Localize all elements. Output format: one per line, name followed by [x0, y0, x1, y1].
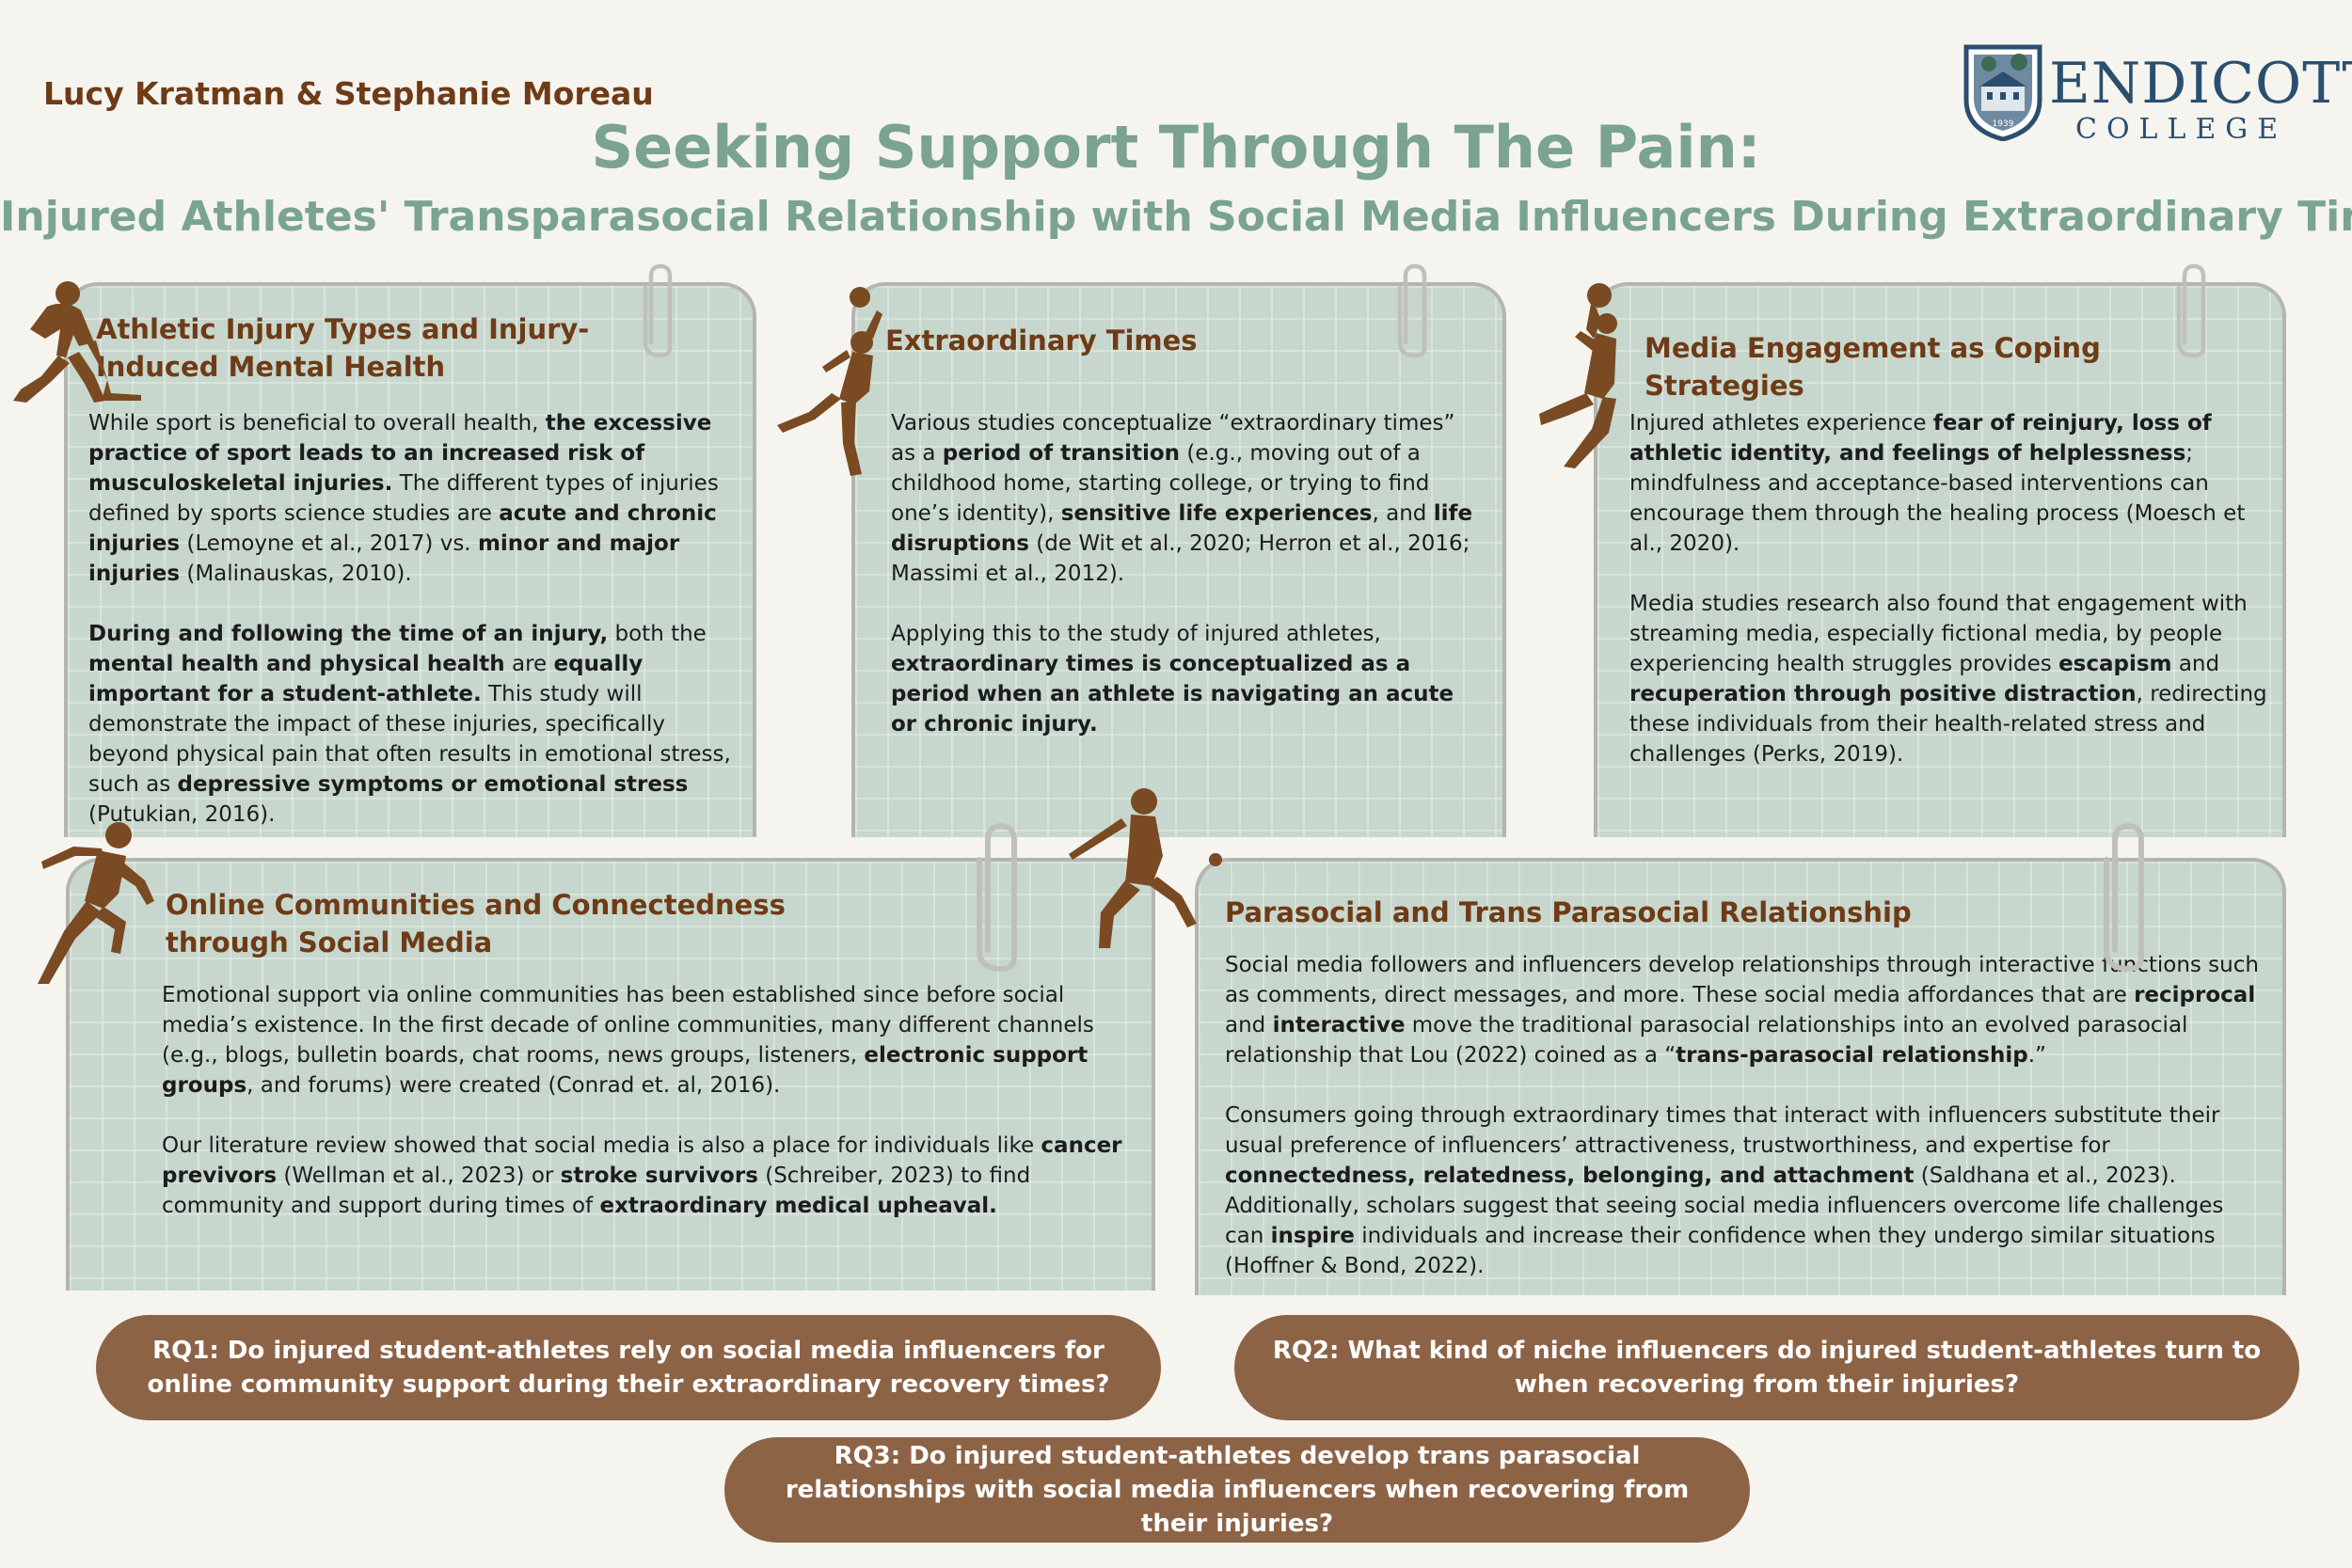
card-parasocial: Parasocial and Trans Parasocial Relation…: [1195, 858, 2286, 1295]
card-paragraph: Consumers going through extraordinary ti…: [1225, 1101, 2269, 1281]
paperclip-icon: [2176, 263, 2206, 358]
logo-text-endicott: ENDICOTT: [2049, 51, 2352, 117]
body-text: Injured athletes experience: [1629, 411, 1933, 436]
card-body: Injured athletes experience fear of rein…: [1629, 408, 2279, 800]
body-text: , redirecting these individuals from the…: [1629, 682, 2267, 767]
card-title: Athletic Injury Types and Injury-Induced…: [96, 313, 590, 383]
logo-text-college: COLLEGE: [2075, 113, 2288, 146]
card-body: Social media followers and influencers d…: [1225, 950, 2269, 1311]
endicott-college-logo: 1939 ENDICOTT COLLEGE: [1963, 43, 2352, 147]
body-text: Our literature review showed that social…: [162, 1133, 1041, 1158]
hockey-player-icon: [13, 281, 141, 403]
emphasis-text: fear of reinjury, loss of athletic ident…: [1629, 411, 2212, 466]
card-extraordinary-times: Extraordinary Times Various studies conc…: [851, 282, 1506, 837]
card-athletic-injury: Athletic Injury Types and Injury-Induced…: [64, 282, 756, 837]
body-text: and: [1225, 1013, 1273, 1037]
body-text: (Lemoyne et al., 2017) vs.: [180, 531, 478, 556]
authors: Lucy Kratman & Stephanie Moreau: [43, 75, 654, 112]
emphasis-text: escapism: [2058, 652, 2172, 676]
emphasis-text: equally important for a student-athlete.: [88, 652, 644, 706]
card-paragraph: Media studies research also found that e…: [1629, 589, 2279, 769]
card-title: Parasocial and Trans Parasocial Relation…: [1225, 896, 1912, 928]
emphasis-text: inspire: [1270, 1224, 1355, 1248]
emphasis-text: extraordinary times is conceptualized as…: [891, 652, 1454, 736]
body-text: Emotional support via online communities…: [162, 983, 1094, 1068]
body-text: (de Wit et al., 2020; Herron et al., 201…: [891, 531, 1470, 586]
card-paragraph: During and following the time of an inju…: [88, 619, 738, 830]
research-question-2: RQ2: What kind of niche influencers do i…: [1234, 1315, 2299, 1420]
body-text: both the: [608, 622, 707, 646]
body-text: Applying this to the study of injured at…: [891, 622, 1381, 646]
body-text: (e.g., moving out of a childhood home, s…: [891, 441, 1430, 526]
emphasis-text: electronic support groups: [162, 1043, 1089, 1098]
basketball-player-icon: [1539, 283, 1617, 468]
emphasis-text: mental health and physical health: [88, 652, 505, 676]
emphasis-text: depressive symptoms or emotional stress: [177, 772, 689, 797]
paperclip-icon: [977, 822, 1017, 973]
body-text: ; mindfulness and acceptance-based inter…: [1629, 441, 2246, 556]
body-text: individuals and increase their confidenc…: [1225, 1224, 2216, 1278]
emphasis-text: recuperation through positive distractio…: [1629, 682, 2137, 706]
card-body: Emotional support via online communities…: [162, 980, 1140, 1251]
emphasis-text: stroke survivors: [560, 1164, 758, 1188]
body-text: are: [504, 652, 554, 676]
emphasis-text: trans-parasocial relationship: [1676, 1043, 2028, 1068]
card-paragraph: Our literature review showed that social…: [162, 1131, 1140, 1221]
body-text: move the traditional parasocial relation…: [1225, 1013, 2188, 1068]
emphasis-text: minor and major injuries: [88, 531, 680, 586]
emphasis-text: cancer previvors: [162, 1133, 1122, 1188]
volleyball-player-icon: [777, 287, 882, 476]
card-body: Various studies conceptualize “extraordi…: [891, 408, 1484, 769]
card-paragraph: While sport is beneficial to overall hea…: [88, 408, 738, 589]
card-online-communities: Online Communities and Connectedness thr…: [66, 858, 1155, 1291]
card-title: Extraordinary Times: [885, 325, 1198, 356]
emphasis-text: sensitive life experiences: [1060, 501, 1373, 526]
research-question-1: RQ1: Do injured student-athletes rely on…: [96, 1315, 1161, 1420]
body-text: (Schreiber, 2023) to find community and …: [162, 1164, 1031, 1218]
emphasis-text: connectedness, relatedness, belonging, a…: [1225, 1164, 1915, 1188]
emphasis-text: During and following the time of an inju…: [88, 622, 609, 646]
seal-year: 1939: [1993, 119, 2014, 129]
body-text: , and: [1372, 501, 1434, 526]
emphasis-text: period of transition: [942, 441, 1181, 466]
body-text: Consumers going through extraordinary ti…: [1225, 1103, 2220, 1158]
body-text: (Malinauskas, 2010).: [180, 562, 412, 586]
softball-player-icon: [1069, 788, 1222, 948]
body-text: Various studies conceptualize “extraordi…: [891, 411, 1455, 466]
emphasis-text: reciprocal: [2134, 983, 2256, 1007]
runner-icon: [38, 822, 154, 984]
body-text: The different types of injuries defined …: [88, 471, 719, 526]
card-title: Online Communities and Connectedness thr…: [166, 889, 786, 958]
college-seal-icon: 1939: [1963, 44, 2042, 141]
emphasis-text: interactive: [1272, 1013, 1406, 1037]
paperclip-icon: [643, 263, 673, 358]
card-paragraph: Injured athletes experience fear of rein…: [1629, 408, 2279, 559]
emphasis-text: life disruptions: [891, 501, 1473, 556]
emphasis-text: extraordinary medical upheaval.: [599, 1194, 997, 1218]
paperclip-icon: [1397, 263, 1427, 358]
paperclip-icon: [2104, 822, 2144, 973]
emphasis-text: acute and chronic injuries: [88, 501, 717, 556]
body-text: (Wellman et al., 2023) or: [277, 1164, 561, 1188]
research-question-3: RQ3: Do injured student-athletes develop…: [724, 1437, 1750, 1543]
body-text: Media studies research also found that e…: [1629, 592, 2248, 676]
card-title: Media Engagement as Coping Strategies: [1645, 332, 2101, 402]
body-text: .”: [2027, 1043, 2046, 1068]
card-paragraph: Various studies conceptualize “extraordi…: [891, 408, 1484, 589]
card-body: While sport is beneficial to overall hea…: [88, 408, 738, 860]
poster-title: Seeking Support Through The Pain:: [591, 113, 1761, 182]
body-text: and: [2171, 652, 2220, 676]
card-media-engagement: Media Engagement as Coping Strategies In…: [1594, 282, 2286, 837]
body-text: While sport is beneficial to overall hea…: [88, 411, 546, 436]
card-paragraph: Emotional support via online communities…: [162, 980, 1140, 1101]
card-paragraph: Social media followers and influencers d…: [1225, 950, 2269, 1070]
poster-subtitle: Injured Athletes' Transparasocial Relati…: [0, 193, 2352, 241]
body-text: This study will demonstrate the impact o…: [88, 682, 731, 797]
emphasis-text: the excessive practice of sport leads to…: [88, 411, 712, 496]
card-paragraph: Applying this to the study of injured at…: [891, 619, 1484, 739]
body-text: (Saldhana et al., 2023). Additionally, s…: [1225, 1164, 2224, 1248]
body-text: Social media followers and influencers d…: [1225, 953, 2259, 1007]
body-text: , and forums) were created (Conrad et. a…: [246, 1073, 781, 1098]
